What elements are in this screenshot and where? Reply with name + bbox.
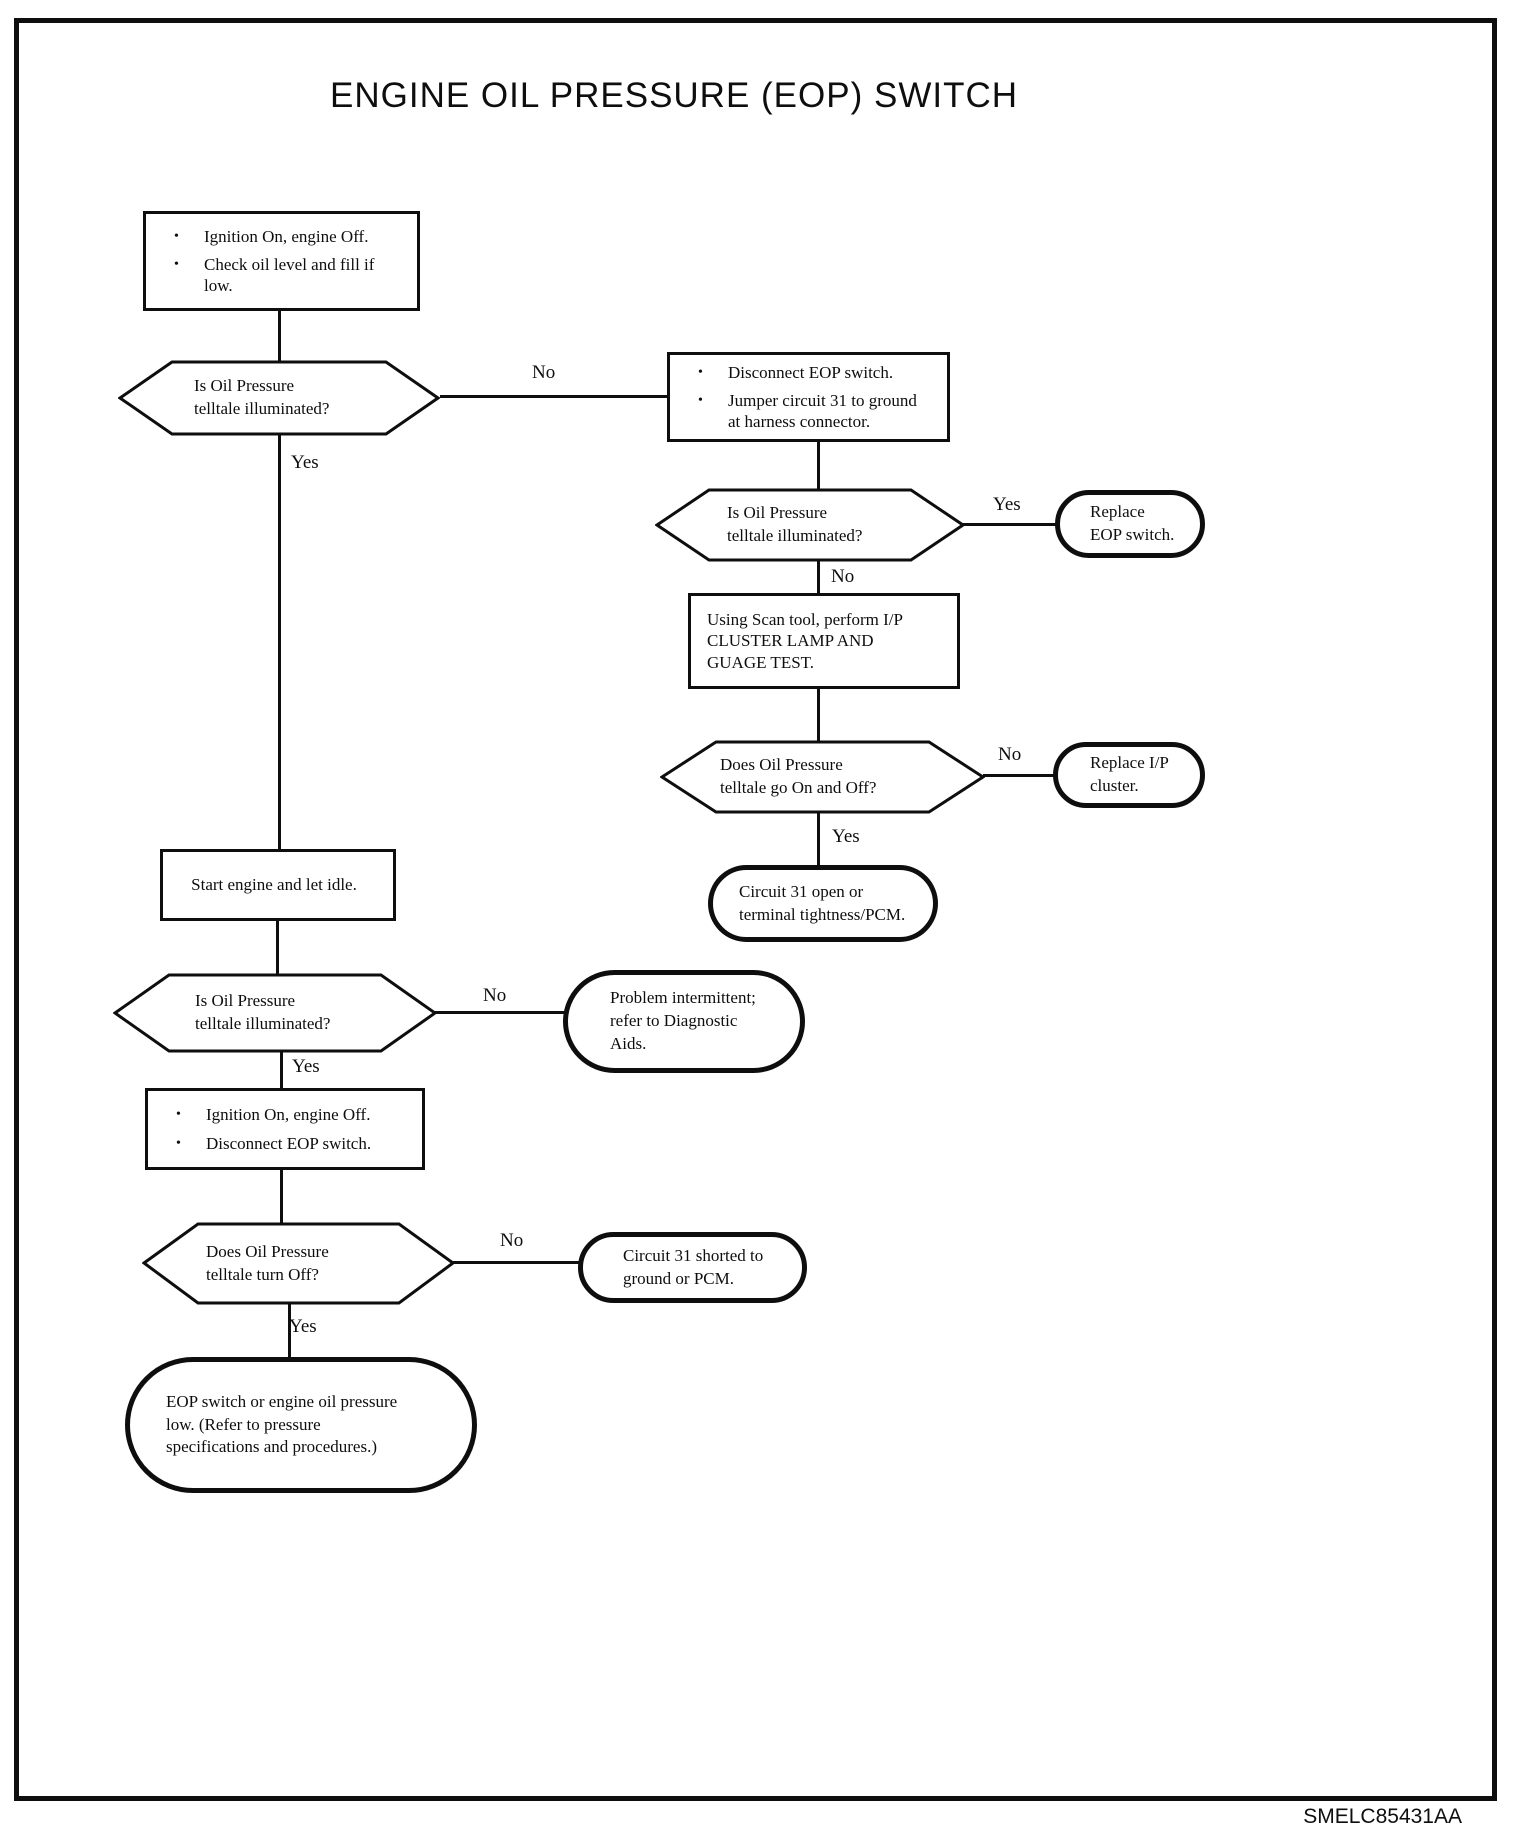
decision-text: Does Oil Pressure telltale turn Off? — [206, 1241, 329, 1284]
connector-ignition-to-q5 — [280, 1169, 283, 1224]
bullet-icon: • — [176, 1107, 181, 1123]
terminal-replace-cluster: Replace I/P cluster. — [1053, 742, 1205, 808]
decision-telltale-turn-off: Does Oil Pressure telltale turn Off? — [142, 1222, 455, 1305]
decision-telltale-illuminated-3: Is Oil Pressure telltale illuminated? — [113, 973, 437, 1053]
connector-q3-no — [983, 774, 1055, 777]
step-ignition-disconnect-box: • Ignition On, engine Off. • Disconnect … — [145, 1088, 425, 1170]
step-prep-box: • Ignition On, engine Off. • Check oil l… — [143, 211, 420, 311]
connector-prep-to-q1 — [278, 310, 281, 362]
diagram-title: ENGINE OIL PRESSURE (EOP) SWITCH — [330, 76, 1019, 115]
step-disconnect-jumper-box: • Disconnect EOP switch. • Jumper circui… — [667, 352, 950, 442]
edge-label-no: No — [831, 566, 855, 587]
edge-label-yes: Yes — [292, 1056, 320, 1077]
terminal-eop-low: EOP switch or engine oil pressure low. (… — [125, 1357, 477, 1493]
decision-telltale-on-off: Does Oil Pressure telltale go On and Off… — [660, 740, 985, 814]
edge-label-no: No — [998, 744, 1022, 765]
edge-label-yes: Yes — [993, 494, 1021, 515]
hexagon-shape — [655, 488, 965, 562]
terminal-replace-eop: Replace EOP switch. — [1055, 490, 1205, 558]
bullet-text: Disconnect EOP switch. — [728, 362, 894, 382]
step-scan-tool-box: Using Scan tool, perform I/P CLUSTER LAM… — [688, 593, 960, 689]
decision-text: Is Oil Pressure telltale illuminated? — [195, 991, 331, 1033]
edge-label-no: No — [483, 985, 507, 1006]
bullet-text: Ignition On, engine Off. — [206, 1105, 371, 1125]
bullet-icon: • — [176, 1135, 181, 1151]
terminal-circuit-shorted: Circuit 31 shorted to ground or PCM. — [578, 1232, 807, 1303]
bullet-icon: • — [174, 228, 179, 244]
hexagon-shape — [113, 973, 437, 1053]
connector-q1-yes — [278, 435, 281, 851]
decision-telltale-illuminated-2: Is Oil Pressure telltale illuminated? — [655, 488, 965, 562]
connector-scan-to-q3 — [817, 687, 820, 742]
edge-label-no: No — [500, 1230, 524, 1251]
decision-telltale-illuminated-1: Is Oil Pressure telltale illuminated? — [118, 360, 440, 436]
bullet-item: • Disconnect EOP switch. — [148, 1133, 414, 1154]
connector-q4-yes — [280, 1051, 283, 1089]
step-text: Start engine and let idle. — [191, 875, 357, 895]
edge-label-yes: Yes — [289, 1316, 317, 1337]
bullet-item: • Check oil level and fill if low. — [146, 254, 409, 297]
figure-code: SMELC85431AA — [1303, 1805, 1462, 1828]
decision-text: Is Oil Pressure telltale illuminated? — [727, 503, 863, 545]
bullet-item: • Ignition On, engine Off. — [146, 226, 409, 247]
terminal-circuit-open: Circuit 31 open or terminal tightness/PC… — [708, 865, 938, 942]
bullet-text: Jumper circuit 31 to ground at harness c… — [728, 390, 917, 432]
connector-start-to-q4 — [276, 920, 279, 974]
connector-q5-yes — [288, 1303, 291, 1359]
edge-label-no: No — [532, 362, 556, 383]
edge-label-yes: Yes — [832, 826, 860, 847]
connector-q2-yes — [963, 523, 1057, 526]
connector-disconnect-to-q2 — [817, 441, 820, 490]
edge-label-yes: Yes — [291, 452, 319, 473]
hexagon-shape — [118, 360, 440, 436]
terminal-intermittent: Problem intermittent; refer to Diagnosti… — [563, 970, 805, 1073]
decision-text: Is Oil Pressure telltale illuminated? — [194, 376, 330, 418]
bullet-icon: • — [698, 364, 703, 380]
bullet-icon: • — [174, 256, 179, 272]
step-text: Using Scan tool, perform I/P CLUSTER LAM… — [707, 610, 903, 672]
bullet-text: Ignition On, engine Off. — [204, 226, 369, 246]
connector-q2-no — [817, 560, 820, 595]
connector-q4-no — [435, 1011, 565, 1014]
connector-q1-no — [440, 395, 667, 398]
hexagon-shape — [660, 740, 985, 814]
bullet-item: • Ignition On, engine Off. — [148, 1104, 414, 1125]
bullet-text: Check oil level and fill if low. — [204, 254, 375, 296]
decision-text: Does Oil Pressure telltale go On and Off… — [720, 755, 877, 797]
hexagon-shape — [142, 1222, 455, 1305]
bullet-item: • Disconnect EOP switch. — [670, 362, 939, 383]
connector-q3-yes — [817, 812, 820, 867]
step-start-engine-box: Start engine and let idle. — [160, 849, 396, 921]
bullet-text: Disconnect EOP switch. — [206, 1133, 372, 1153]
bullet-icon: • — [698, 392, 703, 408]
bullet-item: • Jumper circuit 31 to ground at harness… — [670, 390, 939, 433]
connector-q5-no — [453, 1261, 580, 1264]
